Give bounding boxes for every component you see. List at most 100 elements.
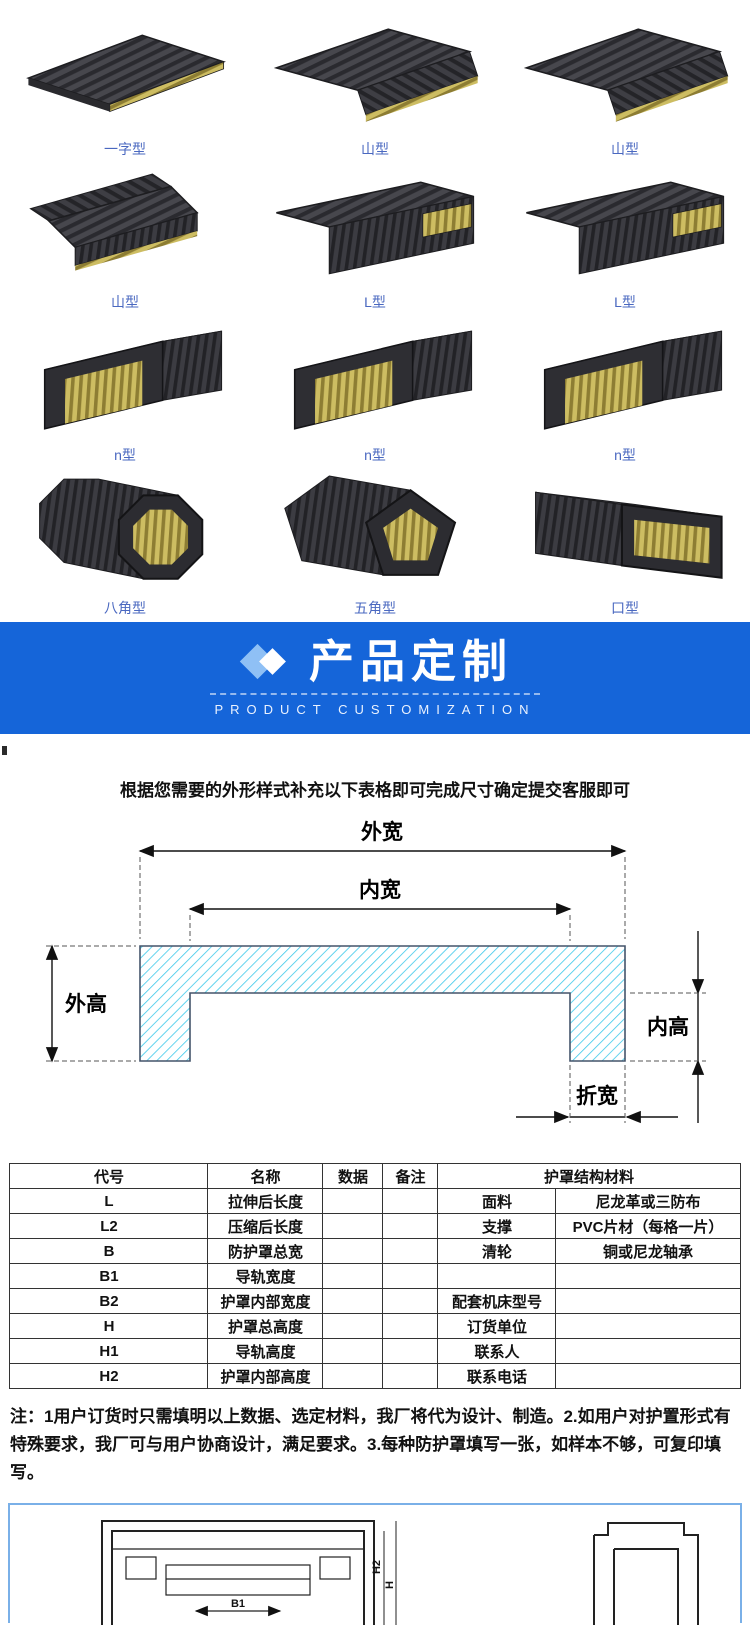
cell-code: B xyxy=(9,1238,209,1264)
product-cell: L型 xyxy=(250,163,500,316)
h2-dimension-label: H2 xyxy=(371,1560,383,1574)
cell-material-label: 联系人 xyxy=(437,1338,557,1364)
cell-material-label: 配套机床型号 xyxy=(437,1288,557,1314)
cell-remark xyxy=(382,1338,439,1364)
l-bellows-image xyxy=(517,168,733,290)
product-type-label: 山型 xyxy=(611,141,639,157)
cell-material-label: 订货单位 xyxy=(437,1313,557,1339)
cell-material-label: 支撑 xyxy=(437,1213,557,1239)
product-type-label: 五角型 xyxy=(354,600,396,616)
cell-remark xyxy=(382,1263,439,1289)
cell-material-value: PVC片材（每格一片） xyxy=(555,1213,741,1239)
spec-table: 代号 名称 数据 备注 护罩结构材料 L 拉伸后长度 面料 尼龙革或三防布 L2… xyxy=(9,1163,741,1389)
cell-remark xyxy=(382,1313,439,1339)
cell-material-label xyxy=(437,1263,557,1289)
product-shape-grid: 一字型 山型 山型 山型 L型 L型 n型 n型 n型 八角型 五角型 xyxy=(0,0,750,622)
cell-material-value xyxy=(555,1363,741,1389)
product-type-label: L型 xyxy=(364,294,386,310)
cell-data xyxy=(322,1338,384,1364)
dimension-diagram: 外宽 内宽 外高 内高 折宽 xyxy=(45,820,706,1124)
col-header-name: 名称 xyxy=(207,1163,324,1189)
col-header-data: 数据 xyxy=(322,1163,384,1189)
product-type-label: 八角型 xyxy=(104,600,146,616)
order-note: 注：1用户订货时只需填明以上数据、选定材料，我厂将代为设计、制造。2.如用户对护… xyxy=(10,1407,731,1483)
banner-subtitle: PRODUCT CUSTOMIZATION xyxy=(214,702,536,717)
col-header-code: 代号 xyxy=(9,1163,209,1189)
cell-data xyxy=(322,1238,384,1264)
outer-width-label: 外宽 xyxy=(361,820,403,844)
product-type-label: 山型 xyxy=(111,294,139,310)
cell-data xyxy=(322,1313,384,1339)
table-row: L2 压缩后长度 支撑 PVC片材（每格一片） xyxy=(9,1213,741,1239)
cell-code: B2 xyxy=(9,1288,209,1314)
b1-dimension-label: B1 xyxy=(231,1598,245,1610)
cell-code: H2 xyxy=(9,1363,209,1389)
product-type-label: L型 xyxy=(614,294,636,310)
inner-height-label: 内高 xyxy=(647,1015,689,1039)
cell-remark xyxy=(382,1288,439,1314)
cover-cross-section xyxy=(139,945,626,1062)
n-bellows-image xyxy=(267,321,483,443)
table-header-row: 代号 名称 数据 备注 护罩结构材料 xyxy=(9,1163,741,1189)
col-header-remark: 备注 xyxy=(382,1163,439,1189)
banner-title: 产品定制 xyxy=(308,636,513,687)
cell-material-value xyxy=(555,1338,741,1364)
roof-bellows-image xyxy=(17,168,233,290)
outer-height-label: 外高 xyxy=(65,992,107,1016)
cell-remark xyxy=(382,1188,439,1214)
octagon-bellows-image xyxy=(17,474,233,596)
cell-data xyxy=(322,1363,384,1389)
hill-bellows-image xyxy=(267,15,483,137)
cell-material-value: 尼龙革或三防布 xyxy=(555,1188,741,1214)
cell-data xyxy=(322,1213,384,1239)
product-type-label: 一字型 xyxy=(104,141,146,157)
product-type-label: 口型 xyxy=(611,600,639,616)
cell-data xyxy=(322,1188,384,1214)
box-bellows-image xyxy=(517,474,733,596)
inner-width-label: 内宽 xyxy=(359,878,401,902)
hill-bellows-image xyxy=(517,15,733,137)
table-row: H 护罩总高度 订货单位 xyxy=(9,1313,741,1339)
customization-instruction: 根据您需要的外形样式补充以下表格即可完成尺寸确定提交客服即可 xyxy=(120,781,630,800)
product-type-label: 山型 xyxy=(361,141,389,157)
bottom-drawing-section: B1 H2 H xyxy=(8,1503,742,1625)
cell-material-label: 清轮 xyxy=(437,1238,557,1264)
cell-name: 护罩内部高度 xyxy=(207,1363,324,1389)
cell-material-value: 铜或尼龙轴承 xyxy=(555,1238,741,1264)
product-cell: 八角型 xyxy=(0,469,250,622)
section-banner: 产品定制 PRODUCT CUSTOMIZATION xyxy=(0,622,750,734)
cell-name: 护罩总高度 xyxy=(207,1313,324,1339)
cell-name: 导轨高度 xyxy=(207,1338,324,1364)
product-cell: 山型 xyxy=(500,10,750,163)
product-cell: L型 xyxy=(500,163,750,316)
n-bellows-image xyxy=(17,321,233,443)
cell-name: 压缩后长度 xyxy=(207,1213,324,1239)
product-cell: 山型 xyxy=(250,10,500,163)
product-cell: 山型 xyxy=(0,163,250,316)
cell-name: 导轨宽度 xyxy=(207,1263,324,1289)
table-row: B2 护罩内部宽度 配套机床型号 xyxy=(9,1288,741,1314)
fold-width-label: 折宽 xyxy=(576,1084,618,1108)
product-cell: n型 xyxy=(250,316,500,469)
cell-name: 拉伸后长度 xyxy=(207,1188,324,1214)
cell-code: L xyxy=(9,1188,209,1214)
product-type-label: n型 xyxy=(364,447,386,463)
diamond-icon xyxy=(239,643,286,679)
product-type-label: n型 xyxy=(614,447,636,463)
n-bellows-image xyxy=(517,321,733,443)
h-dimension-label: H xyxy=(384,1581,396,1589)
cell-code: L2 xyxy=(9,1213,209,1239)
product-cell: n型 xyxy=(0,316,250,469)
banner-dash-divider xyxy=(210,693,540,695)
cell-data xyxy=(322,1263,384,1289)
col-header-material: 护罩结构材料 xyxy=(437,1163,741,1189)
table-row: H1 导轨高度 联系人 xyxy=(9,1338,741,1364)
cell-remark xyxy=(382,1213,439,1239)
l-bellows-image xyxy=(267,168,483,290)
product-cell: 口型 xyxy=(500,469,750,622)
product-cell: 一字型 xyxy=(0,10,250,163)
table-row: H2 护罩内部高度 联系电话 xyxy=(9,1363,741,1389)
cell-material-label: 联系电话 xyxy=(437,1363,557,1389)
cell-code: H1 xyxy=(9,1338,209,1364)
cell-code: B1 xyxy=(9,1263,209,1289)
